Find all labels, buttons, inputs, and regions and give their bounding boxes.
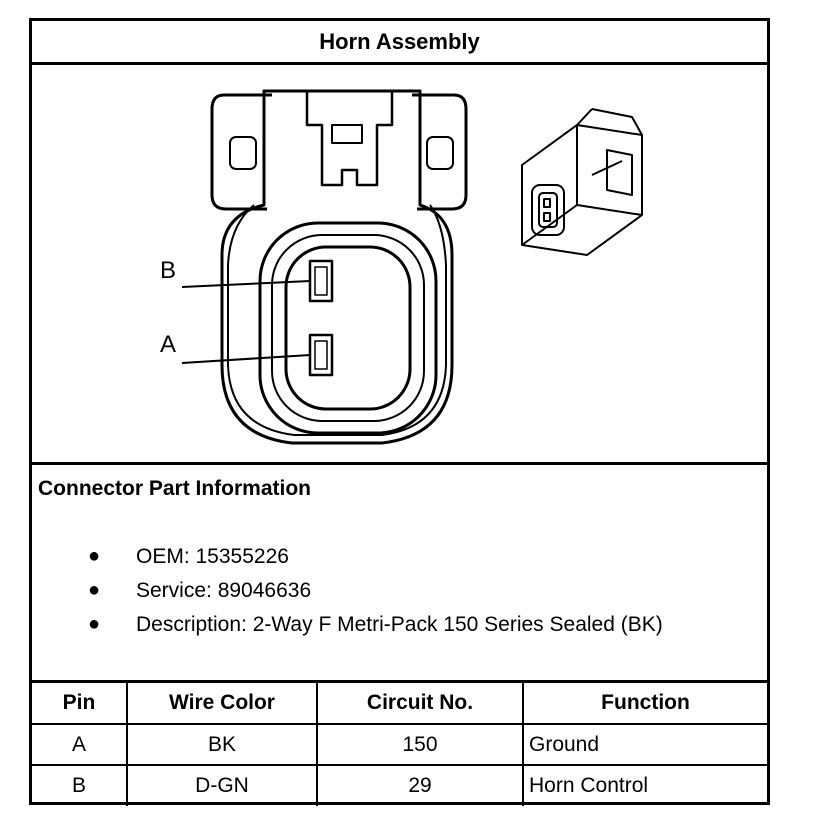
- connector-isometric-view: [521, 108, 643, 256]
- bullet-icon: ●: [88, 545, 101, 567]
- function-cell: Horn Control: [522, 764, 767, 806]
- wire-color-cell: BK: [126, 723, 318, 766]
- right-ear-slot: [426, 136, 454, 170]
- header-function: Function: [522, 683, 767, 725]
- pin-b-label: B: [160, 257, 177, 284]
- pin-a-leader: [181, 354, 311, 364]
- outer-housing: [220, 89, 454, 445]
- bullet-icon: ●: [88, 579, 101, 601]
- pin-cell: B: [32, 764, 128, 806]
- connector-sheet: Horn Assembly: [29, 18, 770, 806]
- page-title: Horn Assembly: [32, 21, 767, 65]
- seal-middle: [271, 234, 425, 422]
- connector-face-drawing: [181, 89, 643, 445]
- function-cell: Ground: [522, 723, 767, 766]
- table-row: B D-GN 29 Horn Control: [32, 764, 767, 806]
- circuit-cell: 29: [316, 764, 524, 806]
- connector-description: Description: 2-Way F Metri-Pack 150 Seri…: [136, 613, 663, 636]
- connector-part-info: Connector Part Information ● OEM: 1535522…: [32, 465, 767, 683]
- header-circuit-no: Circuit No.: [316, 683, 524, 725]
- right-mounting-ear: [412, 93, 468, 211]
- circuit-cell: 150: [316, 723, 524, 766]
- pin-table: Pin Wire Color Circuit No. Function A BK…: [32, 683, 767, 806]
- seal-outer: [258, 221, 438, 435]
- pin-cell: A: [32, 723, 128, 766]
- connector-drawing-panel: B A: [32, 65, 767, 465]
- service-number: Service: 89046636: [136, 579, 312, 602]
- header-wire-color: Wire Color: [126, 683, 318, 725]
- table-row: A BK 150 Ground: [32, 723, 767, 766]
- info-heading: Connector Part Information: [38, 477, 312, 500]
- pin-a-label: A: [160, 331, 177, 358]
- left-mounting-ear: [210, 93, 272, 211]
- wire-color-cell: D-GN: [126, 764, 318, 806]
- bullet-icon: ●: [88, 613, 101, 635]
- header-pin: Pin: [32, 683, 128, 725]
- oem-number: OEM: 15355226: [136, 545, 289, 568]
- seal-inner: [284, 245, 412, 411]
- pin-b-leader: [181, 280, 311, 288]
- left-ear-slot: [229, 136, 257, 170]
- table-header-row: Pin Wire Color Circuit No. Function: [32, 683, 767, 725]
- latch: [305, 91, 394, 187]
